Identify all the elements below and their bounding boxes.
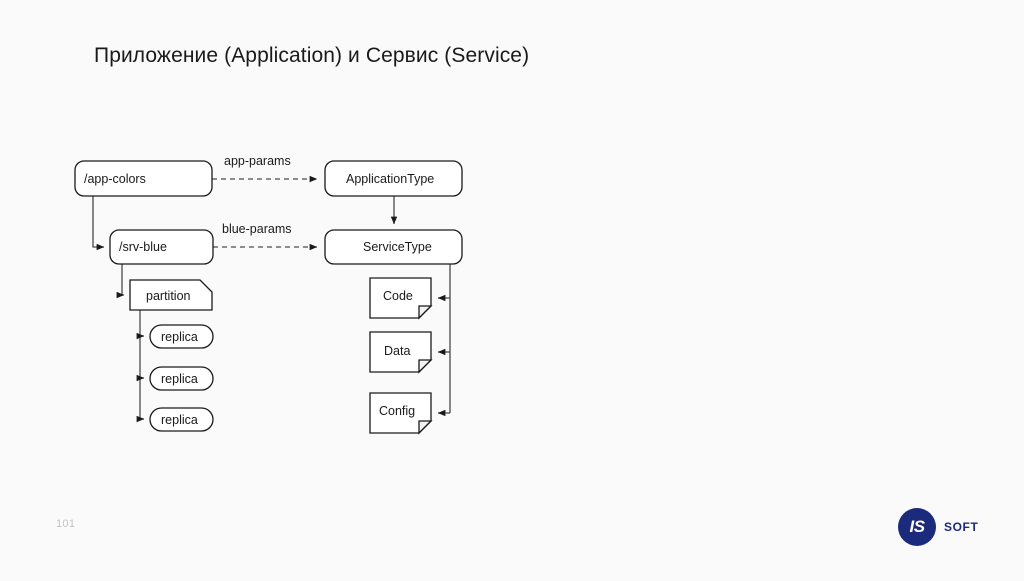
node-partition — [129, 279, 213, 311]
node-label-replica-2: replica — [161, 372, 198, 386]
node-replica-3 — [149, 407, 214, 432]
logo-mark-text: IS — [909, 517, 925, 536]
page-number: 101 — [56, 518, 76, 530]
issoft-logo: IS SOFT — [898, 508, 1008, 550]
node-code-fold — [418, 305, 433, 320]
edge-label-app-params: app-params — [224, 154, 291, 168]
node-replica-2 — [149, 366, 214, 391]
node-config-fold — [418, 420, 433, 435]
edge-label-blue-params: blue-params — [222, 222, 292, 236]
node-data-fold — [418, 359, 433, 374]
node-label-replica-1: replica — [161, 330, 198, 344]
node-replica-1 — [149, 324, 214, 349]
node-app-colors — [74, 160, 213, 197]
node-srv-blue — [109, 229, 214, 265]
node-label-srv-blue: /srv-blue — [119, 240, 167, 254]
connector-appcolors-srvblue — [92, 196, 105, 251]
connector-srvblue-partition — [116, 264, 125, 299]
logo-circle-icon — [898, 508, 936, 546]
node-label-partition: partition — [146, 289, 191, 303]
node-label-data: Data — [384, 344, 411, 358]
node-service-type — [324, 229, 463, 265]
node-layer — [74, 160, 463, 435]
connector-layer — [92, 175, 451, 423]
node-application-type — [324, 160, 463, 197]
node-label-service-type: ServiceType — [363, 240, 432, 254]
node-label-replica-3: replica — [161, 413, 198, 427]
node-label-application-type: ApplicationType — [346, 172, 435, 186]
page-title: Приложение (Application) и Сервис (Servi… — [94, 44, 530, 67]
node-label-app-colors: /app-colors — [84, 172, 146, 186]
logo-wordmark: SOFT — [944, 520, 979, 534]
node-label-code: Code — [383, 289, 413, 303]
node-label-config: Config — [379, 404, 416, 418]
